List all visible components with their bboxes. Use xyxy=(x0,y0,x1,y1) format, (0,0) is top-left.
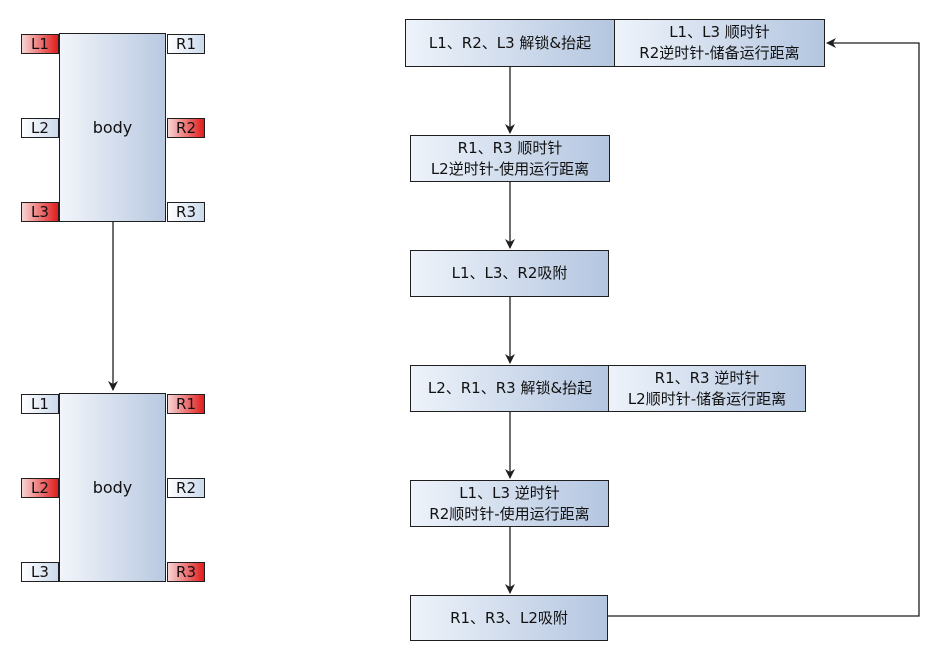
flow-step-4-side-line-2: L2顺时针-储备运行距离 xyxy=(627,389,787,408)
flow-step-5: L1、L3 逆时针 R2顺时针-使用运行距离 xyxy=(410,480,609,527)
flow-step-6-text: R1、R3、L2吸附 xyxy=(450,608,568,627)
flow-step-1-side-line-2: R2逆时针-储备运行距离 xyxy=(639,44,800,62)
flow-step-4: L2、R1、R3 解锁&抬起 xyxy=(410,365,610,412)
robot-bottom-leg-L3: L3 xyxy=(21,562,59,582)
flow-step-2: R1、R3 顺时针 L2逆时针-使用运行距离 xyxy=(410,135,610,182)
robot-top-leg-R2: R2 xyxy=(167,118,205,138)
flow-step-2-line-2: L2逆时针-使用运行距离 xyxy=(430,159,590,178)
robot-bottom-body: body xyxy=(59,393,166,582)
flow-step-1-text: L1、R2、L3 解锁&抬起 xyxy=(428,33,592,52)
flow-step-1: L1、R2、L3 解锁&抬起 xyxy=(405,19,615,67)
robot-top-leg-R1: R1 xyxy=(167,34,205,54)
robot-bottom-leg-R1: R1 xyxy=(167,394,205,414)
flow-step-5-line-2: R2顺时针-使用运行距离 xyxy=(429,504,590,523)
robot-top-body-label: body xyxy=(92,118,133,137)
robot-top-leg-L1: L1 xyxy=(21,34,59,54)
robot-top-leg-R3: R3 xyxy=(167,202,205,222)
robot-bottom-leg-R2: R2 xyxy=(167,478,205,498)
flow-step-1-side-line-1: L1、L3 顺时针 xyxy=(669,23,770,41)
flow-step-3: L1、L3、R2吸附 xyxy=(410,250,609,297)
flow-step-4-text: L2、R1、R3 解锁&抬起 xyxy=(427,379,593,397)
robot-bottom-leg-L2: L2 xyxy=(21,478,59,498)
robot-top-leg-L2: L2 xyxy=(21,118,59,138)
robot-bottom-leg-R3: R3 xyxy=(167,562,205,582)
robot-bottom-leg-L1: L1 xyxy=(21,394,59,414)
robot-bottom-body-label: body xyxy=(92,478,133,497)
flow-step-1-side: L1、L3 顺时针 R2逆时针-储备运行距离 xyxy=(614,19,825,67)
flow-step-4-side-line-1: R1、R3 逆时针 xyxy=(654,368,760,387)
flow-step-5-line-1: L1、L3 逆时针 xyxy=(459,483,560,502)
flow-step-2-line-1: R1、R3 顺时针 xyxy=(457,138,563,157)
flow-loop-arrow xyxy=(608,38,920,617)
flow-step-6: R1、R3、L2吸附 xyxy=(410,595,608,641)
robot-top-body: body xyxy=(59,33,166,222)
flow-step-3-text: L1、L3、R2吸附 xyxy=(451,264,568,282)
flow-step-4-side: R1、R3 逆时针 L2顺时针-储备运行距离 xyxy=(608,365,806,412)
robot-top-leg-L3: L3 xyxy=(21,202,59,222)
